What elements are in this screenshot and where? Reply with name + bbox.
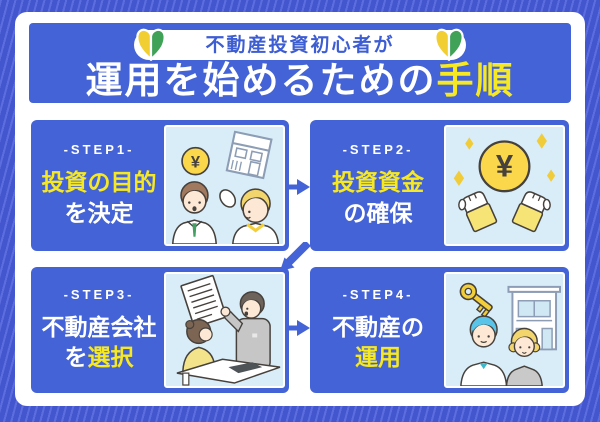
arrow-right-icon — [285, 179, 310, 195]
man-person — [460, 315, 508, 386]
arrow-right-icon — [285, 320, 310, 336]
step-3-line2b: 選択 — [87, 344, 134, 370]
funds-scene: ¥ — [453, 133, 556, 233]
woman-person — [505, 327, 543, 386]
step-4-label: -STEP4- — [342, 286, 414, 302]
step-card-4: -STEP4- 不動産の 運用 — [310, 267, 569, 393]
step-2-label: -STEP2- — [342, 142, 414, 158]
step-1-line2: を決定 — [64, 199, 134, 226]
page-title: 運用を始めるための手順 — [29, 62, 571, 99]
step-4-line2: 運用 — [355, 344, 401, 370]
svg-text:¥: ¥ — [191, 152, 201, 171]
yen-coin-icon: ¥ — [181, 146, 210, 176]
step-4-heading: 不動産の 運用 — [332, 312, 424, 373]
main-card: 不動産投資初心者が 運用を始めるための手順 -STEP1- 投資の目的 を決定 — [15, 12, 585, 406]
agent-person — [220, 291, 271, 371]
beginner-mark-icon — [136, 28, 166, 62]
step-4-line1: 不動産の — [332, 313, 424, 340]
header-pill: 不動産投資初心者が — [134, 28, 466, 62]
step-2-heading: 投資資金 の確保 — [332, 167, 424, 228]
step-card-1: -STEP1- 投資の目的 を決定 — [31, 120, 289, 251]
step-1-label: -STEP1- — [63, 142, 135, 158]
step-2-line2: の確保 — [343, 199, 413, 226]
funds-illustration: ¥ — [444, 125, 565, 246]
operation-scene — [459, 282, 561, 386]
document-icon — [180, 274, 227, 328]
step-1-line1: 投資の目的 — [41, 169, 157, 196]
consultation-scene: ¥ — [171, 130, 280, 244]
sparkle-icon — [453, 133, 556, 187]
step-1-text: -STEP1- 投資の目的 を決定 — [31, 120, 167, 251]
header-banner: 不動産投資初心者が 運用を始めるための手順 — [29, 23, 571, 103]
hand-left — [458, 191, 498, 233]
step-3-text: -STEP3- 不動産会社 を選択 — [31, 267, 167, 393]
step-3-line2a: を — [64, 344, 88, 370]
step-card-3: -STEP3- 不動産会社 を選択 — [31, 267, 289, 393]
hand-right — [511, 191, 551, 233]
step-2-text: -STEP2- 投資資金 の確保 — [310, 120, 446, 251]
beginner-mark-icon — [434, 28, 464, 62]
desk — [176, 358, 281, 386]
consultation-illustration: ¥ — [164, 125, 285, 246]
svg-text:¥: ¥ — [496, 149, 514, 184]
step-3-heading: 不動産会社 を選択 — [42, 312, 157, 373]
step-1-heading: 投資の目的 を決定 — [42, 167, 157, 228]
title-accent: 手順 — [436, 60, 515, 101]
step-2-line1: 投資資金 — [332, 169, 424, 196]
step-4-text: -STEP4- 不動産の 運用 — [310, 267, 446, 393]
agency-illustration — [164, 272, 285, 388]
title-main: 運用を始めるための — [85, 60, 437, 101]
step-3-line1: 不動産会社 — [41, 313, 157, 340]
step-card-2: -STEP2- 投資資金 の確保 ¥ — [310, 120, 569, 251]
operation-illustration — [444, 272, 565, 388]
step-3-label: -STEP3- — [63, 286, 135, 302]
arrow-down-left-icon — [280, 242, 311, 271]
person-right — [219, 188, 280, 244]
yen-coin-icon: ¥ — [478, 140, 531, 193]
key-icon — [459, 282, 493, 318]
agency-scene — [176, 274, 281, 386]
building-icon — [225, 130, 273, 180]
person-left — [171, 181, 217, 244]
pill-label: 不動産投資初心者が — [205, 34, 395, 56]
